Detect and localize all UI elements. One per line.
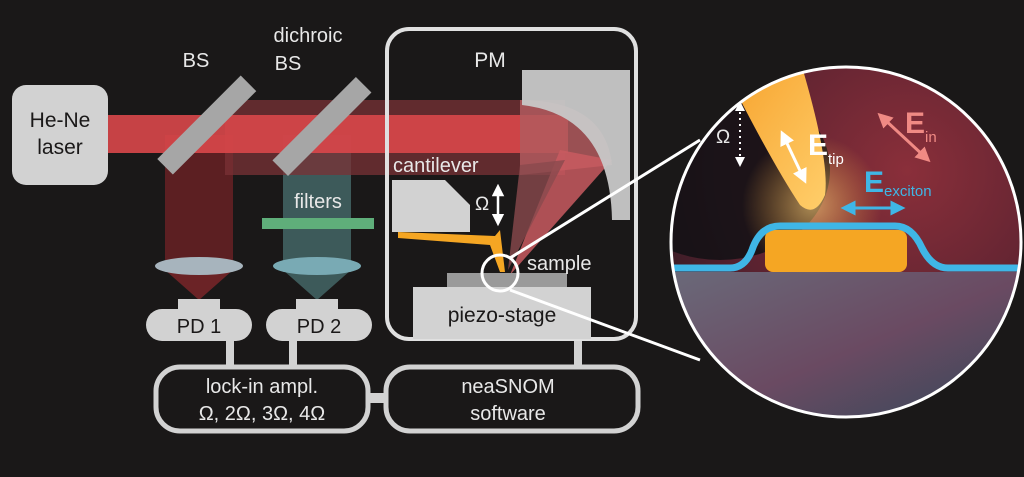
sample-label: sample: [527, 253, 591, 275]
cantilever-holder: [392, 180, 470, 232]
zoom-line-bottom: [509, 288, 701, 362]
dichroic-label-line2: BS: [275, 53, 302, 75]
software-label-line1: neaSNOM: [461, 376, 554, 398]
e-tip-subscript: tip: [828, 151, 844, 168]
e-tip-label: Etip: [808, 129, 844, 168]
cantilever-arm: [398, 230, 505, 272]
lockin-label-line2: Ω, 2Ω, 3Ω, 4Ω: [199, 403, 326, 425]
pd2-label: PD 2: [297, 316, 341, 338]
beam-cone-pd2: [283, 270, 351, 300]
software-label-line2: software: [470, 403, 546, 425]
beam-cone-pd1: [165, 270, 233, 300]
parabolic-mirror: [522, 70, 630, 220]
e-in-label: Ein: [905, 107, 937, 146]
beam-splitter: BS: [157, 50, 257, 175]
lens-pd2: [273, 257, 361, 275]
microscope-housing: PM cantilever Ω sample piezo-stage: [385, 27, 638, 341]
e-in-arrow: [877, 112, 931, 163]
lock-in-amplifier: lock-in ampl. Ω, 2Ω, 3Ω, 4Ω: [153, 364, 371, 434]
e-exciton-label: Eexciton: [864, 166, 932, 200]
cantilever-omega: Ω: [475, 194, 489, 215]
e-exciton-subscript: exciton: [884, 183, 932, 200]
photodiode-1: PD 1: [146, 299, 252, 341]
zoom-indicator-circle: [480, 253, 520, 293]
piezo-stage-label: piezo-stage: [448, 304, 557, 327]
dichroic-label-line1: dichroic: [274, 25, 343, 47]
cantilever-label: cantilever: [393, 155, 479, 177]
bs-label: BS: [183, 50, 210, 72]
gold-nanostructure: [765, 230, 907, 272]
laser-box: He-Ne laser: [12, 85, 108, 185]
photodiode-2: PD 2: [266, 299, 372, 341]
laser-label-line2: laser: [37, 136, 83, 159]
zoom-line-top: [509, 138, 701, 260]
inset-omega: Ω: [716, 127, 730, 148]
substrate: [671, 272, 1021, 417]
filters: filters: [262, 191, 374, 229]
exciton-layer: [671, 222, 1021, 272]
piezo-stage: [413, 287, 591, 339]
inset-border: [669, 65, 1023, 419]
sample: [447, 273, 567, 287]
signal-connections: [226, 338, 582, 403]
pm-label: PM: [474, 49, 506, 72]
e-in-subscript: in: [925, 129, 937, 146]
pd1-label: PD 1: [177, 316, 221, 338]
laser-label-line1: He-Ne: [30, 109, 91, 132]
beam-paths: [108, 100, 612, 300]
tip-sample-inset: Ω Etip Ein Eexciton: [669, 65, 1023, 419]
lens-pd1: [155, 257, 243, 275]
dichroic-beam-splitter: dichroic BS: [272, 25, 372, 176]
beam-focus-wedge-dark: [508, 160, 565, 270]
filters-label: filters: [294, 191, 342, 213]
software-box: neaSNOM software: [383, 364, 641, 434]
lockin-label-line1: lock-in ampl.: [206, 376, 318, 398]
e-tip-arrow: [780, 130, 807, 184]
